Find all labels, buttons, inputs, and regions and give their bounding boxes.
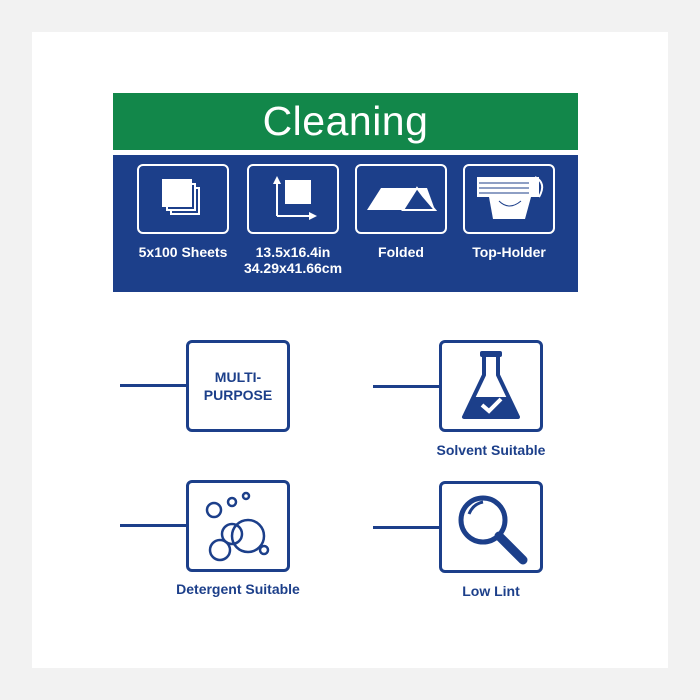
connector-line (373, 385, 439, 388)
category-title: Cleaning (262, 98, 429, 144)
feature-top-holder: Top-Holder (463, 164, 555, 260)
solvent-label: Solvent Suitable (436, 442, 546, 458)
flask-check-icon (439, 340, 543, 432)
feature-label: 5x100 Sheets (138, 244, 228, 260)
feature-folded: Folded (355, 164, 447, 260)
folded-sheet-icon (355, 164, 447, 234)
feature-dimensions: 13.5x16.4in 34.29x41.66cm (244, 164, 342, 276)
low-lint-label: Low Lint (462, 583, 520, 599)
connector-line (120, 524, 186, 527)
feature-label: 13.5x16.4in 34.29x41.66cm (243, 244, 343, 276)
feature-label: Top-Holder (472, 244, 546, 260)
bubbles-icon (186, 480, 290, 572)
detergent-label: Detergent Suitable (176, 581, 300, 597)
category-banner: Cleaning (113, 93, 578, 150)
multipurpose-tile: MULTI- PURPOSE (186, 340, 290, 432)
sheets-stack-icon (137, 164, 229, 234)
connector-line (373, 526, 439, 529)
top-holder-icon (463, 164, 555, 234)
connector-line (120, 384, 186, 387)
feature-label: Folded (378, 244, 424, 260)
dimensions-icon (247, 164, 339, 234)
magnifier-icon (439, 481, 543, 573)
multipurpose-text: MULTI- PURPOSE (203, 369, 273, 403)
features-panel: 5x100 Sheets 13.5x16.4in 34.29x41.66cm (113, 155, 578, 292)
feature-sheets: 5x100 Sheets (137, 164, 229, 260)
